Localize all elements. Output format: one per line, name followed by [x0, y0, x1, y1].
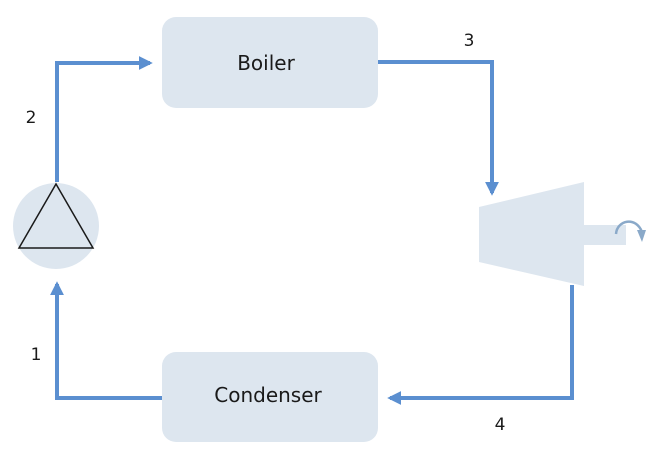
state-label-3: 3 — [464, 31, 475, 51]
condenser-label: Condenser — [214, 383, 322, 407]
boiler: Boiler — [162, 17, 378, 108]
turbine-shaft — [584, 225, 626, 245]
state-label-1: 1 — [31, 345, 42, 365]
pump-triangle — [17, 182, 95, 249]
flow-line-condenser-to-pump — [50, 281, 162, 400]
pump-circle — [13, 183, 99, 269]
boiler-label: Boiler — [237, 51, 295, 75]
boiler-box — [162, 17, 378, 108]
turbine-icon — [479, 182, 646, 286]
turbine-body — [479, 182, 584, 286]
state-label-4: 4 — [495, 415, 506, 435]
pump-triangle-icon — [13, 182, 99, 269]
flow-line-boiler-to-turbine — [378, 60, 499, 196]
flow-lines — [50, 56, 574, 405]
shaft-rotation-arrow-icon — [614, 220, 646, 242]
flow-line-pump-to-boiler — [55, 56, 153, 182]
condenser-box — [162, 352, 378, 442]
condenser: Condenser — [162, 352, 378, 442]
state-label-2: 2 — [26, 108, 37, 128]
flow-line-turbine-to-condenser — [387, 285, 574, 405]
